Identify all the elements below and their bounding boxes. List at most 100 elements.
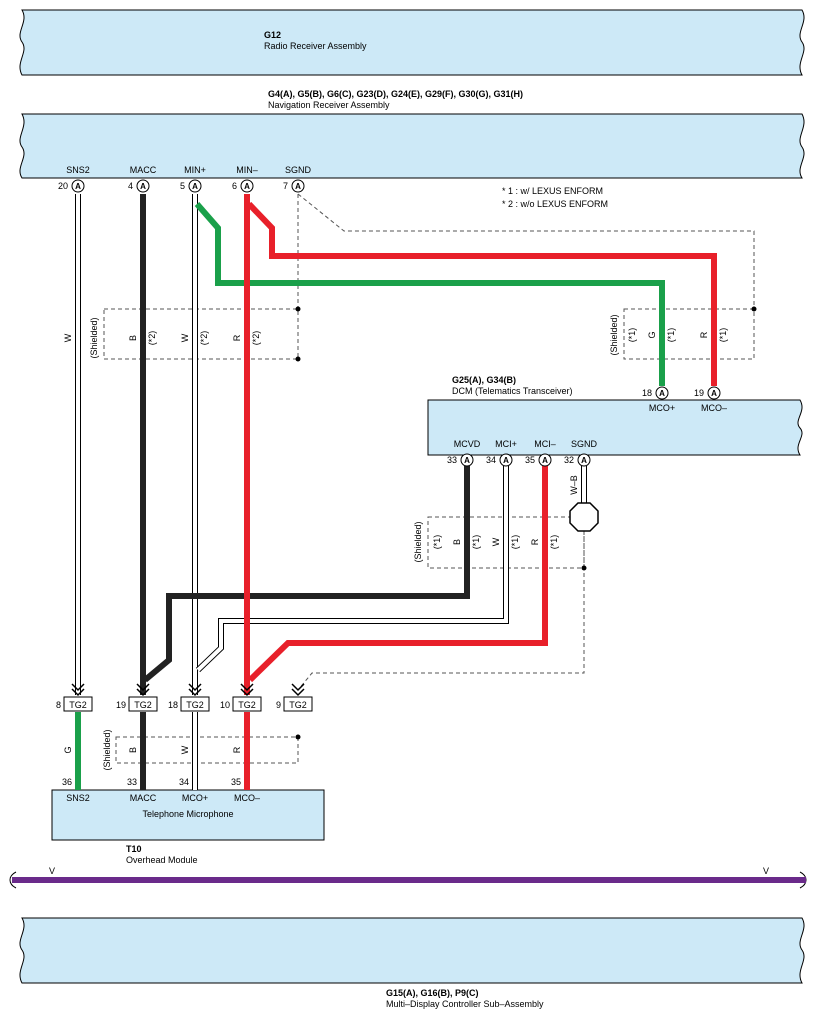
- note-ref: (*1): [627, 328, 637, 343]
- dcm-pin-label-sgnd: SGND: [571, 439, 598, 449]
- nav-pin-letter: A: [192, 182, 198, 191]
- radio-receiver-block[interactable]: [19, 9, 805, 76]
- shielded-label: (Shielded): [89, 317, 99, 358]
- wire-labels-bottom: G (Shielded) B W R: [63, 729, 242, 770]
- dcm-pin-num-32: 32: [564, 455, 574, 465]
- shield-lines: [103, 193, 755, 764]
- wire-label-r: R: [232, 746, 242, 753]
- radio-code: G12: [264, 30, 281, 40]
- wire-label-b: B: [128, 747, 138, 753]
- note-ref: (*1): [718, 328, 728, 343]
- nav-pin-letter: A: [295, 182, 301, 191]
- wire-mci-plus-white[interactable]: [195, 466, 509, 673]
- note-ref: (*1): [471, 535, 481, 550]
- ground-octagon-icon: [569, 502, 599, 532]
- dcm-pin-num-33: 33: [447, 455, 457, 465]
- dcm-pin-letter: A: [581, 456, 587, 465]
- wire-labels-right: (Shielded) (*1) G (*1) R (*1): [609, 314, 728, 355]
- bus-label-right: V: [763, 866, 769, 876]
- mic-pin-num-33: 33: [127, 777, 137, 787]
- dcm-pin-label-mco-minus: MCO–: [701, 403, 727, 413]
- dcm-sgnd-dashed: [297, 531, 585, 691]
- wire-red-mci-minus[interactable]: [247, 466, 548, 683]
- overhead-name: Overhead Module: [126, 855, 198, 865]
- mdc-name: Multi–Display Controller Sub–Assembly: [386, 999, 544, 1009]
- mic-pin-num-34: 34: [179, 777, 189, 787]
- mic-pin-label-macc: MACC: [130, 793, 157, 803]
- dcm-pin-letter: A: [711, 389, 717, 398]
- tg2-label: TG2: [69, 700, 87, 710]
- shield-box-right: [623, 308, 755, 360]
- navigation-receiver-block[interactable]: [19, 113, 805, 179]
- dcm-pin-label-mco-plus: MCO+: [649, 403, 675, 413]
- dcm-code: G25(A), G34(B): [452, 375, 516, 385]
- tg2-pin-num: 10: [220, 700, 230, 710]
- nav-connector-letters: A A A A A: [75, 182, 301, 191]
- wire-label-g: G: [63, 746, 73, 753]
- splice-dot: [751, 306, 757, 312]
- wire-label-r: R: [232, 334, 242, 341]
- dcm-top-connector-pins: [655, 386, 721, 400]
- dcm-pin-letter: A: [503, 456, 509, 465]
- wire-label-wb: W–B: [569, 475, 579, 495]
- dcm-bottom-connector-pins: [460, 453, 591, 467]
- dcm-block[interactable]: [427, 399, 803, 456]
- mdc-code: G15(A), G16(B), P9(C): [386, 988, 479, 998]
- telephone-microphone-block[interactable]: [51, 789, 325, 841]
- tg2-label: TG2: [134, 700, 152, 710]
- wire-labels-left: W (Shielded) B (*2) W (*2) R (*2): [63, 317, 261, 358]
- nav-pin-label-sns2: SNS2: [66, 165, 90, 175]
- splice-dots: [295, 306, 757, 740]
- dcm-pin-label-mci-plus: MCI+: [495, 439, 517, 449]
- tg2-label: TG2: [186, 700, 204, 710]
- wire-label-w: W: [180, 333, 190, 342]
- sgnd-dashed-to-right: [297, 193, 755, 309]
- tg2-boxes: [63, 696, 313, 712]
- tg2-label: TG2: [289, 700, 307, 710]
- note-1: * 1 : w/ LEXUS ENFORM: [502, 186, 603, 196]
- wire-label-g: G: [647, 331, 657, 338]
- dcm-pin-num-35: 35: [525, 455, 535, 465]
- note-ref: (*2): [251, 331, 261, 346]
- shielded-label: (Shielded): [609, 314, 619, 355]
- dcm-pin-letter: A: [542, 456, 548, 465]
- nav-pin-label-sgnd: SGND: [285, 165, 312, 175]
- tg2-pin-num: 18: [168, 700, 178, 710]
- shielded-label: (Shielded): [102, 729, 112, 770]
- note-ref: (*2): [199, 331, 209, 346]
- splice-dot: [581, 565, 587, 571]
- splice-dot: [295, 306, 301, 312]
- multi-display-controller-block[interactable]: [19, 917, 805, 984]
- tg2-label: TG2: [238, 700, 256, 710]
- nav-pin-label-macc: MACC: [130, 165, 157, 175]
- note-2: * 2 : w/o LEXUS ENFORM: [502, 199, 608, 209]
- dcm-pin-num-19: 19: [694, 388, 704, 398]
- nav-pin-num-6: 6: [232, 181, 237, 191]
- note-ref: (*1): [510, 535, 520, 550]
- wire-red-mco-minus[interactable]: [246, 201, 717, 386]
- wire-label-w: W: [180, 745, 190, 754]
- tg2-pin-num: 8: [56, 700, 61, 710]
- nav-connector-pins: [71, 179, 305, 193]
- note-ref: (*1): [549, 535, 559, 550]
- wire-mcvd-black[interactable]: [143, 466, 470, 683]
- nav-pin-num-5: 5: [180, 181, 185, 191]
- tg2-pin-num: 9: [276, 700, 281, 710]
- mic-pin-label-mco-plus: MCO+: [182, 793, 208, 803]
- nav-pin-num-20: 20: [58, 181, 68, 191]
- wire-label-b: B: [452, 539, 462, 545]
- wire-label-b: B: [128, 335, 138, 341]
- tg2-pin-num: 19: [116, 700, 126, 710]
- shielded-label: (Shielded): [413, 521, 423, 562]
- wire-label-r: R: [699, 331, 709, 338]
- dcm-pin-label-mci-minus: MCI–: [534, 439, 556, 449]
- wire-labels-dcm: (Shielded) (*1) B (*1) W (*1) R (*1) W–B: [413, 475, 579, 562]
- nav-name: Navigation Receiver Assembly: [268, 100, 390, 110]
- dcm-pin-letter: A: [464, 456, 470, 465]
- note-ref: (*1): [432, 535, 442, 550]
- nav-pin-letter: A: [140, 182, 146, 191]
- wire-green-mco-plus[interactable]: [194, 202, 665, 386]
- nav-pin-letter: A: [75, 182, 81, 191]
- splice-dot: [295, 356, 301, 362]
